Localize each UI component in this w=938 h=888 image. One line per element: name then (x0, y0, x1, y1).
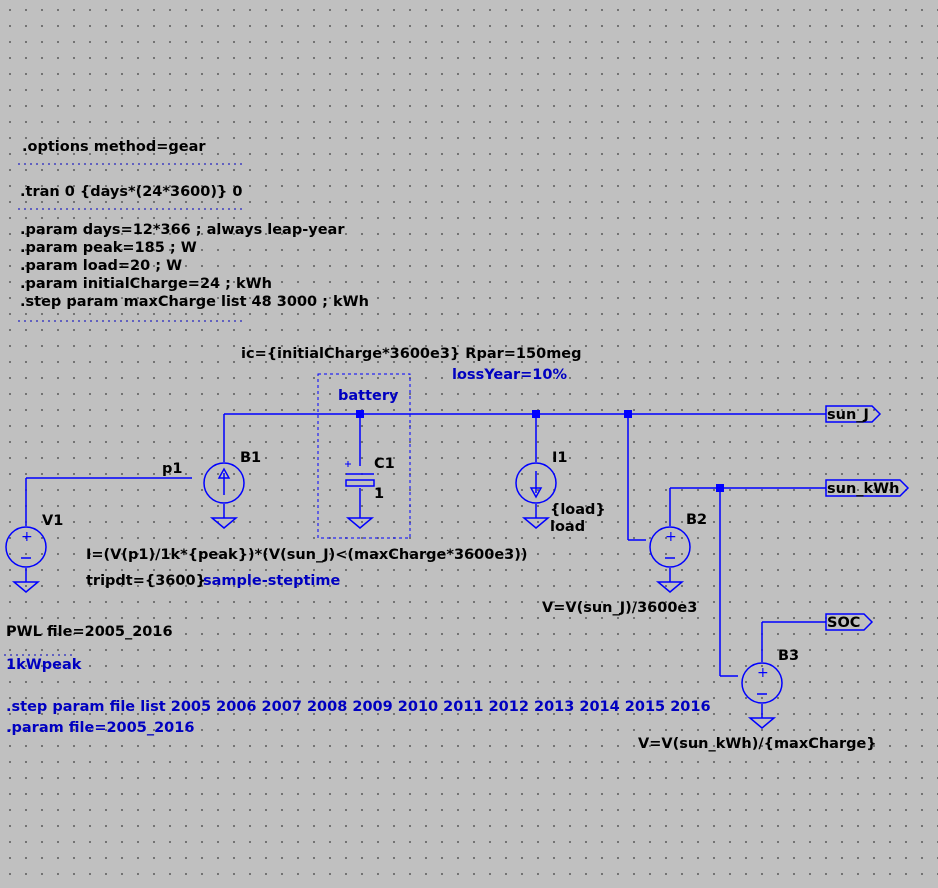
step-max-charge: .step param maxCharge list 48 3000 ; kWh (20, 294, 369, 310)
param-block[interactable]: .param days=12*366 ; always leap-year .p… (20, 222, 369, 310)
v1-value[interactable]: PWL file=2005_2016 (6, 624, 173, 640)
c1-value: 1 (374, 486, 384, 502)
c1-name: C1 (374, 456, 395, 472)
junction-dots (356, 410, 724, 492)
battery-box[interactable] (317, 373, 411, 539)
net-label-soc: SOC (827, 615, 860, 631)
svg-text:+: + (21, 529, 33, 545)
svg-text:+: + (757, 665, 769, 681)
b3-expr[interactable]: V=V(sun_kWh)/{maxCharge} (638, 736, 877, 752)
net-label-sun-j: sun_J (827, 407, 869, 423)
options-directive[interactable]: .options method=gear (22, 139, 206, 155)
capacitor-loss[interactable]: lossYear=10% (452, 367, 567, 383)
b3-source[interactable]: + (741, 662, 783, 704)
tran-directive[interactable]: .tran 0 {days*(24*3600)} 0 (20, 184, 242, 200)
param-days: .param days=12*366 ; always leap-year (20, 222, 345, 238)
b2-name: B2 (686, 512, 707, 528)
b1-tripdt[interactable]: tripdt={3600} (86, 573, 206, 589)
wires[interactable] (25, 413, 826, 718)
param-load: .param load=20 ; W (20, 258, 182, 274)
b2-source[interactable]: + (649, 526, 691, 568)
param-file-directive[interactable]: .param file=2005_2016 (6, 720, 194, 736)
b1-note[interactable]: sample-steptime (203, 573, 341, 589)
param-peak: .param peak=185 ; W (20, 240, 197, 256)
i1-value: {load} (550, 502, 606, 518)
step-file-directive[interactable]: .step param file list 2005 2006 2007 200… (6, 699, 711, 715)
b1-source[interactable] (203, 462, 245, 504)
net-label-p1[interactable]: p1 (162, 461, 182, 477)
b1-name: B1 (240, 450, 261, 466)
i1-name: I1 (552, 450, 567, 466)
b1-expr[interactable]: I=(V(p1)/1k*{peak})*(V(sun_J)<(maxCharge… (86, 547, 528, 563)
b3-name: B3 (778, 648, 799, 664)
net-flag-soc[interactable]: SOC (825, 613, 874, 631)
i1-value2: load (550, 519, 585, 535)
v1-comment[interactable]: 1kWpeak (6, 657, 82, 673)
net-label-sun-kwh: sun_kWh (827, 481, 900, 497)
net-flag-sun-kwh[interactable]: sun_kWh (825, 479, 910, 497)
i1-source[interactable] (515, 462, 557, 504)
v1-source[interactable]: + (5, 526, 47, 568)
b2-expr[interactable]: V=V(sun_J)/3600e3 (542, 600, 697, 616)
ground-symbols (11, 517, 777, 729)
v1-name: V1 (42, 513, 63, 529)
param-initial-charge: .param initialCharge=24 ; kWh (20, 276, 272, 292)
battery-label: battery (338, 388, 399, 404)
c1-capacitor[interactable] (345, 461, 375, 487)
net-flag-sun-j[interactable]: sun_J (825, 405, 882, 423)
capacitor-attrs[interactable]: ic={initialCharge*3600e3} Rpar=150meg (241, 346, 582, 362)
svg-text:+: + (665, 529, 677, 545)
